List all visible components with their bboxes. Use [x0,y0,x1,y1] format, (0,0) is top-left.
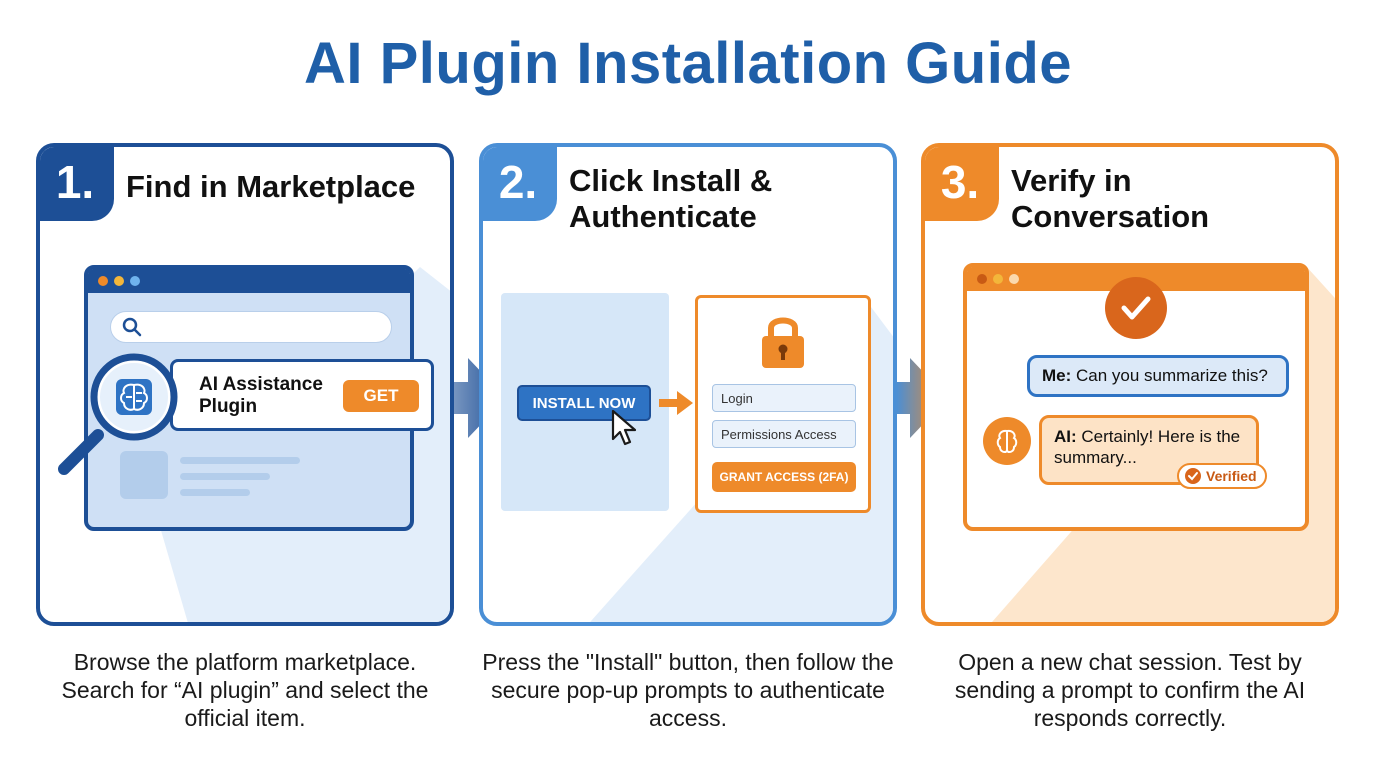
login-field[interactable]: Login [712,384,856,412]
window-dot-icon [114,276,124,286]
browser-window: AI Assistance Plugin GET [84,265,434,531]
step-title: Click Install & Authenticate [569,163,773,234]
placeholder-thumbnail [120,451,168,499]
user-label: Me: [1042,366,1072,385]
grant-access-button[interactable]: GRANT ACCESS (2FA) [712,462,856,492]
brain-icon [983,417,1031,465]
ai-label: AI: [1054,427,1077,446]
window-dot-icon [993,274,1003,284]
ai-message-bubble: AI: Certainly! Here is the summary... [1039,415,1259,485]
window-dot-icon [977,274,987,284]
checkmark-icon [1185,468,1201,484]
step-number: 3. [925,147,999,221]
step-3-panel: 3. Verify in Conversation Me: Can you su… [921,143,1339,626]
brain-icon [120,383,148,411]
auth-dialog: Login Permissions Access GRANT ACCESS (2… [695,295,871,513]
user-message: Can you summarize this? [1076,366,1268,385]
placeholder-line [180,457,300,464]
get-button[interactable]: GET [343,380,419,412]
search-input[interactable] [110,311,392,343]
cursor-icon [611,409,637,446]
window-dot-icon [130,276,140,286]
verified-label: Verified [1206,468,1257,484]
magnifier-icon [58,353,178,475]
plugin-name: AI Assistance Plugin [199,374,323,417]
placeholder-line [180,489,250,496]
step-2-description: Press the "Install" button, then follow … [482,649,894,731]
user-message-bubble: Me: Can you summarize this? [1027,355,1289,397]
step-title: Find in Marketplace [126,169,416,204]
window-dot-icon [98,276,108,286]
search-icon [122,317,142,337]
plugin-result-card[interactable]: AI Assistance Plugin GET [170,359,434,431]
checkmark-icon [1105,277,1167,339]
step-1-panel: 1. Find in Marketplace AI Assistance Plu… [36,143,454,626]
window-dot-icon [1009,274,1019,284]
arrow-right-icon [659,391,693,415]
step-number: 2. [483,147,557,221]
browser-title-bar [88,269,410,293]
install-now-button[interactable]: INSTALL NOW [517,385,651,421]
chat-window: Me: Can you summarize this? AI: Certainl… [963,263,1309,531]
step-3-description: Open a new chat session. Test by sending… [954,649,1306,731]
lock-icon [762,317,804,368]
placeholder-line [180,473,270,480]
step-title: Verify in Conversation [1011,163,1210,234]
ai-message: Certainly! Here is the summary... [1054,427,1241,467]
step-number: 1. [40,147,114,221]
verified-badge: Verified [1177,463,1267,489]
page-title: AI Plugin Installation Guide [303,31,1073,96]
step-1-description: Browse the platform marketplace. Search … [61,649,429,731]
step-2-panel: 2. Click Install & Authenticate INSTALL … [479,143,897,626]
permissions-field[interactable]: Permissions Access [712,420,856,448]
